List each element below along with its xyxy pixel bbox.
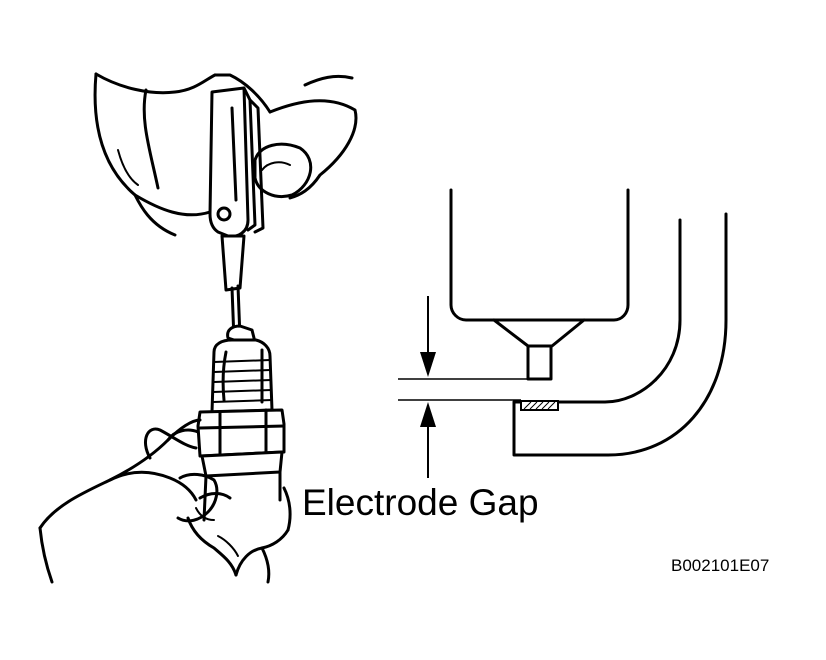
arrow-up-icon (420, 402, 436, 478)
figure-code-label: B002101E07 (671, 556, 770, 575)
arrow-down-icon (420, 296, 436, 377)
electrode-gap-detail (398, 188, 728, 478)
electrode-gap-label: Electrode Gap (302, 482, 539, 523)
hand-with-feeler-gauge-illustration (38, 72, 358, 584)
spark-plug-drawing (196, 324, 286, 522)
